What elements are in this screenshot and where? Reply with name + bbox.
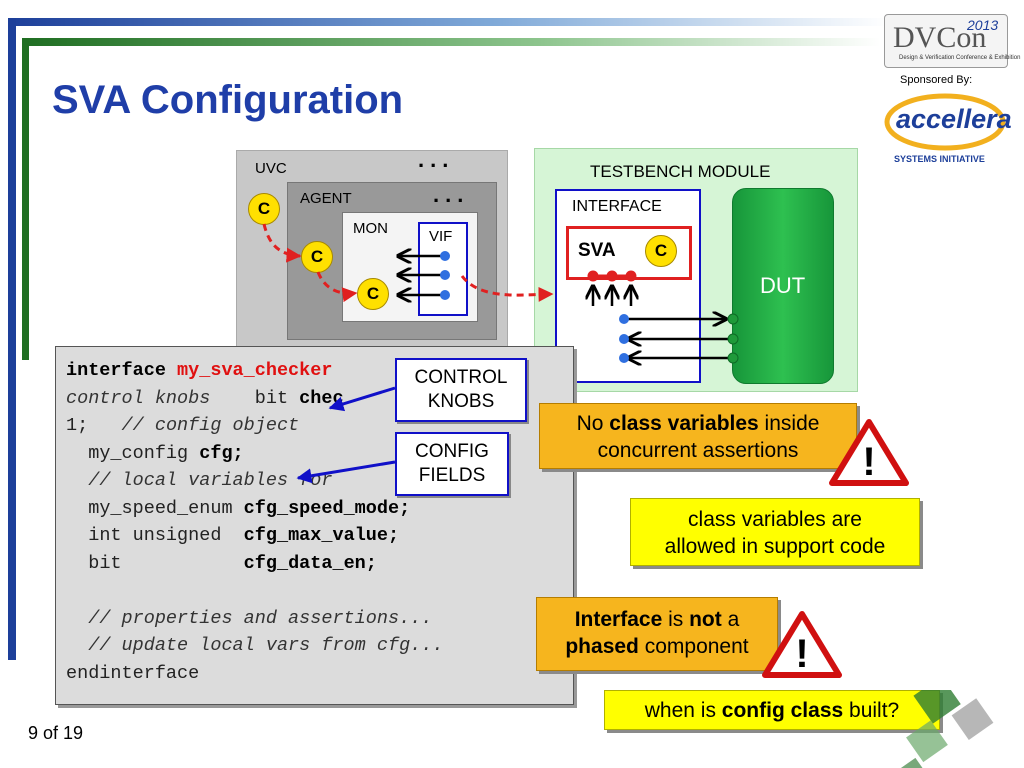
note3-text-component: component (638, 635, 749, 658)
warning-icon-2: ! (762, 611, 842, 678)
note1-line1: No class variables inside (540, 410, 856, 437)
control-knobs-line1: CONTROL (414, 367, 508, 388)
warning-glyph-1: ! (862, 440, 875, 484)
warning-icon-1: ! (829, 419, 909, 486)
note-no-class-variables: No class variables inside concurrent ass… (539, 403, 857, 469)
code-comment-properties: // properties and assertions... (88, 607, 433, 629)
left-bar-green-lower (22, 120, 29, 360)
testbench-label: TESTBENCH MODULE (590, 162, 771, 181)
accellera-text: accellera (896, 104, 1012, 134)
config-badge-letter: C (366, 284, 380, 303)
accellera-tagline: SYSTEMS INITIATIVE (894, 154, 985, 164)
note1-text-c: inside (758, 412, 820, 435)
note3-text-phased: phased (565, 635, 639, 658)
sponsored-by-label: Sponsored By: (900, 74, 973, 86)
dvcon-year: 2013 (967, 17, 999, 33)
decorative-corner-squares (894, 690, 994, 768)
config-fields-line1: CONFIG (415, 441, 489, 462)
config-link-uvc-agent (262, 223, 302, 263)
mon-label: MON (353, 220, 388, 237)
code-var-max-value: cfg_max_value; (243, 525, 400, 546)
warning-glyph-2: ! (795, 632, 808, 676)
interface-label: INTERFACE (572, 198, 662, 215)
note3-line2: phased component (537, 633, 777, 660)
note4-text-bold: config class (721, 699, 844, 722)
note3-text-interface: Interface (574, 608, 663, 631)
note1-text-bold: class variables (609, 412, 759, 435)
code-listing-box: interface my_sva_checker / control knobs… (55, 346, 574, 705)
config-badge-mon: C (357, 278, 389, 310)
agent-label: AGENT (300, 190, 352, 207)
config-link-agent-mon (316, 271, 358, 303)
control-knobs-line2: KNOBS (427, 391, 495, 412)
code-comment-config-object: // config object (121, 415, 300, 436)
config-badge-letter: C (257, 199, 271, 218)
note-class-variables-allowed: class variables are allowed in support c… (630, 498, 920, 566)
dvcon-logo-text: DVCon (893, 21, 987, 54)
code-kw-interface: interface (66, 360, 166, 381)
note4-text-a: when is (644, 699, 722, 722)
config-badge-letter: C (310, 247, 324, 266)
note3-text-not: not (689, 608, 722, 631)
slide-title: SVA Configuration (52, 78, 404, 122)
page-number: 9 of 19 (28, 723, 84, 743)
note3-line1: Interface is not a (537, 606, 777, 633)
code-var-speed-mode: cfg_speed_mode; (243, 497, 411, 519)
code-interface-name: my_sva_checker (177, 360, 333, 381)
code-type-speed-enum: my_speed_enum (88, 497, 233, 519)
note-interface-not-phased: Interface is not a phased component (536, 597, 778, 671)
vif-box (418, 222, 468, 316)
dut-block (732, 188, 834, 384)
vif-label: VIF (429, 228, 453, 245)
code-var-cfg: cfg; (199, 442, 244, 464)
uvc-label: UVC (255, 160, 287, 177)
note4-text-c: built? (843, 699, 900, 722)
note-config-class-built: when is config class built? (604, 690, 940, 730)
code-type-int-unsigned: int unsigned (88, 525, 222, 546)
code-comment-control-knobs: control knobs (66, 387, 211, 409)
note3-text-a: a (721, 608, 740, 631)
sva-label: SVA (578, 240, 616, 261)
code-listing: interface my_sva_checker / control knobs… (66, 357, 488, 687)
dvcon-tagline: Design & Verification Conference & Exhib… (899, 55, 1021, 61)
code-type-bit: bit (254, 387, 289, 409)
code-comment-update: // update local vars from cfg... (88, 635, 444, 656)
note1-line2: concurrent assertions (597, 439, 799, 462)
dvcon-logo: DVCon 2013 Design & Verification Confere… (884, 14, 1020, 68)
config-fields-callout: CONFIG FIELDS (395, 432, 509, 496)
note1-text-a: No (576, 412, 610, 435)
code-type-my-config: my_config (88, 442, 189, 464)
config-badge-letter: C (654, 241, 668, 260)
code-var-data-en: cfg_data_en; (243, 552, 377, 574)
accellera-swoosh (884, 93, 1006, 151)
left-bar-lower (8, 120, 16, 660)
code-type-bit-2: bit (88, 552, 122, 574)
config-badge-sva: C (645, 235, 677, 267)
code-endinterface: endinterface (66, 662, 200, 684)
note2-line1: class variables are (688, 508, 862, 531)
accellera-logo: accellera SYSTEMS INITIATIVE (884, 92, 1012, 168)
code-line3-val: 1; (66, 415, 89, 436)
control-knobs-callout: CONTROL KNOBS (395, 358, 527, 422)
dut-label: DUT (760, 273, 806, 298)
note3-text-is: is (662, 608, 690, 631)
note2-line2: allowed in support code (664, 535, 886, 558)
header-bars (8, 18, 888, 120)
config-fields-line2: FIELDS (418, 465, 486, 486)
config-link-vif-interface (460, 275, 554, 302)
